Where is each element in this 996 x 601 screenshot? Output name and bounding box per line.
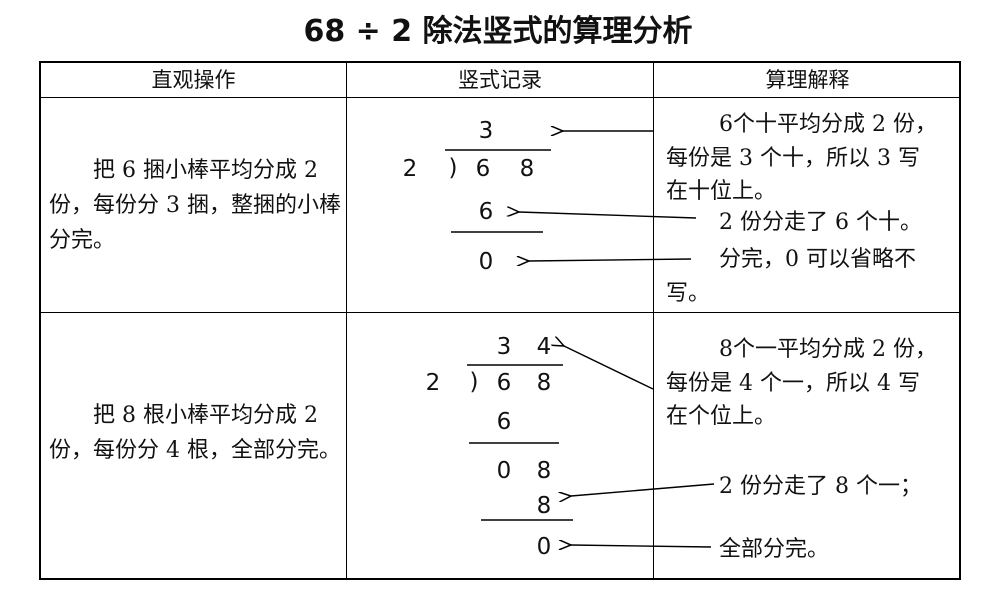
header-record: 竖式记录 (458, 68, 542, 92)
row2-quotient-ones: 4 (536, 334, 552, 360)
row1-div-bracket: ) (448, 155, 458, 181)
row2-product1: 6 (496, 409, 512, 435)
column-divider (346, 63, 347, 578)
row2-rem1-tens: 0 (496, 458, 512, 484)
row2-operation: 把 8 根小棒平均分成 2 份，每份分 4 根，全部分完。 (49, 403, 341, 463)
row1-dividend-tens: 6 (475, 156, 491, 182)
row2-remainder: 0 (536, 534, 552, 560)
row2-rem1-ones: 8 (536, 458, 552, 484)
row2-divisor: 2 (425, 370, 441, 396)
row2-quotient-tens: 3 (496, 334, 512, 360)
row2-dividend-tens: 6 (496, 370, 512, 396)
header-intuitive: 直观操作 (151, 68, 236, 92)
row-divider (41, 312, 959, 313)
row1-exp2: 2 份分走了 6 个十。 (719, 210, 922, 235)
row2-exp3: 全部分完。 (719, 537, 830, 562)
row1-product: 6 (478, 199, 494, 225)
row2-arrow-remainder (571, 545, 712, 547)
column-divider (653, 63, 654, 578)
row1-exp1-line3: 在十位上。 (666, 179, 777, 204)
row1-dividend-ones: 8 (519, 156, 535, 182)
row1-exp1-line2: 每份是 3 个十，所以 3 写 (666, 146, 920, 171)
row2-dividend-ones: 8 (536, 370, 552, 396)
row1-exp3-line2: 写。 (666, 281, 711, 306)
row1-remainder: 0 (478, 249, 494, 275)
row1-arrow-remainder (529, 259, 692, 261)
row2-product2: 8 (536, 493, 552, 519)
row1-operation: 把 6 捆小棒平均分成 2 份，每份分 3 捆，整捆的小棒分完。 (49, 158, 341, 253)
row2-arrow-product (571, 483, 715, 496)
row1-divisor: 2 (402, 156, 418, 182)
row2-exp1-line3: 在个位上。 (666, 404, 777, 429)
row2-exp2: 2 份分走了 8 个一； (719, 474, 922, 499)
row1-exp3-line1: 分完，0 可以省略不 (719, 247, 916, 272)
row2-div-bracket: ) (469, 369, 479, 395)
row1-quotient: 3 (478, 118, 494, 144)
row2-arrow-quotient (564, 346, 654, 390)
row1-arrow-product (519, 212, 697, 219)
division-lines-and-arrows (445, 63, 715, 578)
page-title: 68 ÷ 2 除法竖式的算理分析 (303, 14, 693, 49)
row2-exp1-line2: 每份是 4 个一，所以 4 写 (666, 371, 920, 396)
row1-exp1-line1: 6个十平均分成 2 份， (719, 112, 937, 137)
header-explain: 算理解释 (765, 68, 850, 92)
row2-exp1-line1: 8个一平均分成 2 份， (719, 337, 937, 362)
analysis-table: 直观操作 竖式记录 算理解释 把 6 捆小棒平均分成 2 份，每份分 3 捆，整… (39, 61, 961, 580)
header-divider (41, 97, 959, 98)
